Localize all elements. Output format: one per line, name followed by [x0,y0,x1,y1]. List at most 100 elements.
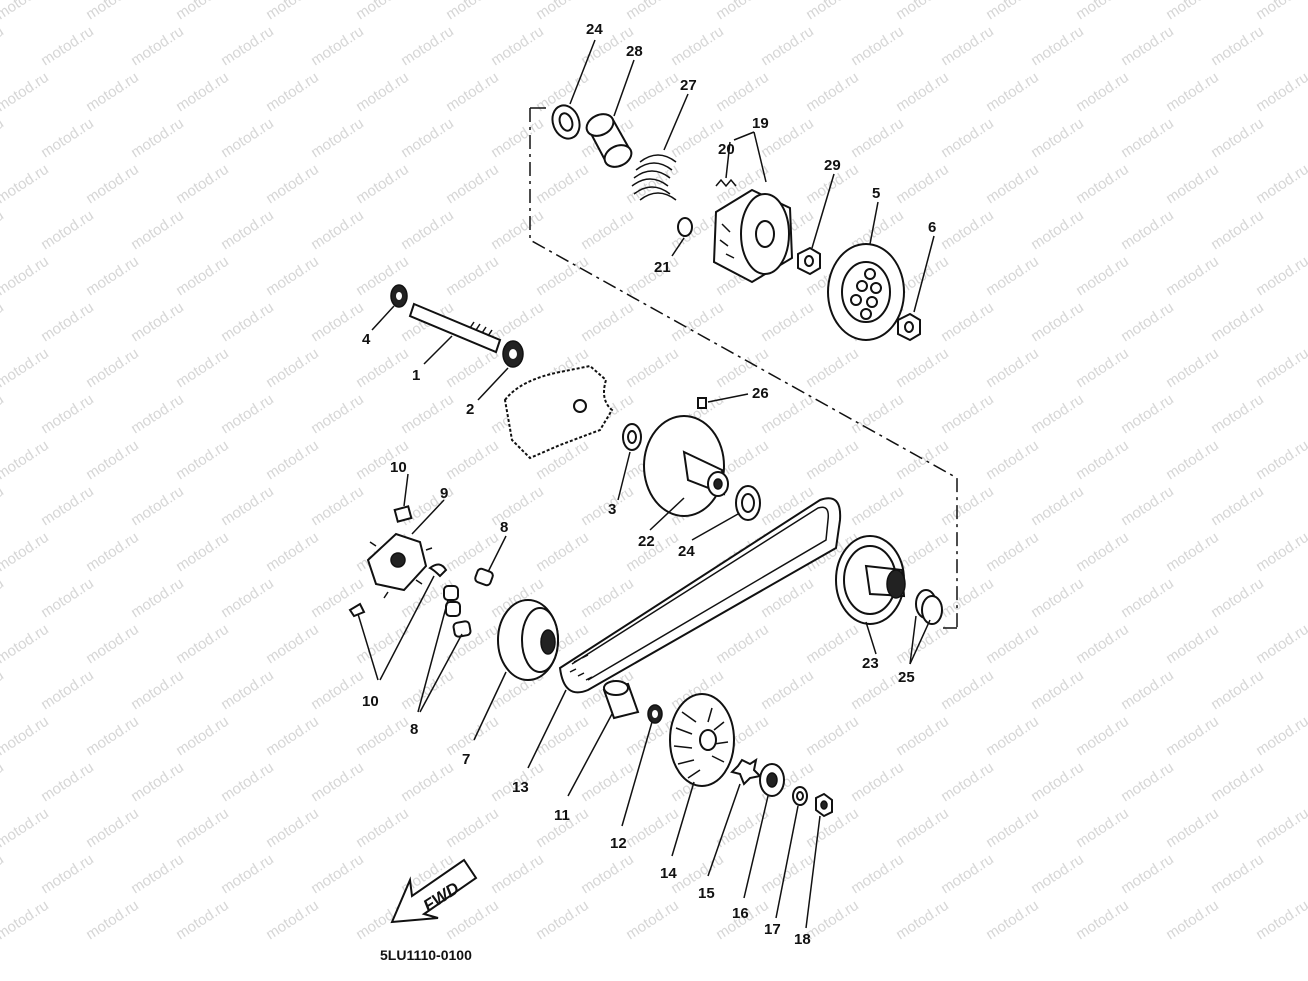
gasket-plate [503,364,614,460]
watermark-text: motod.ru [1253,437,1308,484]
label-15: 15 [698,885,715,902]
watermark-text: motod.ru [0,759,7,806]
label-11: 11 [554,807,570,824]
watermark-text: motod.ru [533,897,592,944]
secondary-fixed-sheave-23 [835,535,906,625]
watermark-text: motod.ru [578,299,637,346]
watermark-text: motod.ru [1073,805,1132,852]
watermark-text: motod.ru [0,529,52,576]
watermark-text: motod.ru [578,575,637,622]
watermark-text: motod.ru [218,391,277,438]
watermark-text: motod.ru [758,23,817,70]
watermark-text: motod.ru [1118,299,1177,346]
watermark-text: motod.ru [1163,713,1222,760]
watermark-text: motod.ru [38,115,97,162]
watermark-text: motod.ru [38,483,97,530]
watermark-text: motod.ru [623,161,682,208]
watermark-text: motod.ru [83,161,142,208]
watermark-text: motod.ru [623,253,682,300]
watermark-text: motod.ru [0,115,7,162]
watermark-text: motod.ru [938,851,997,898]
watermark-text: motod.ru [0,483,7,530]
watermark-text: motod.ru [398,759,457,806]
oil-seal-24-bottom [735,485,761,521]
watermark-text: motod.ru [938,299,997,346]
watermark-text: motod.ru [1253,805,1308,852]
watermark-text: motod.ru [1118,483,1177,530]
nut-18 [815,792,833,818]
watermark-text: motod.ru [1163,69,1222,116]
collar-28 [585,113,633,168]
watermark-text: motod.ru [1118,207,1177,254]
watermark-text: motod.ru [128,575,187,622]
nut-6 [897,312,921,342]
watermark-text: motod.ru [128,391,187,438]
spring-20 [715,178,737,188]
watermark-text: motod.ru [893,805,952,852]
watermark-text: motod.ru [0,23,7,70]
watermark-text: motod.ru [1073,621,1132,668]
watermark-text: motod.ru [803,0,862,23]
watermark-text: motod.ru [308,207,367,254]
assembly-dashed-outline [529,108,958,628]
watermark-text: motod.ru [488,115,547,162]
watermark-text: motod.ru [1208,23,1267,70]
watermark-text: motod.ru [803,621,862,668]
watermark-text: motod.ru [1028,115,1087,162]
watermark-text: motod.ru [938,115,997,162]
label-9: 9 [440,485,448,502]
watermark-text: motod.ru [983,621,1042,668]
watermark-text: motod.ru [38,759,97,806]
watermark-text: motod.ru [938,667,997,714]
watermark-text: motod.ru [1253,897,1308,944]
watermark-text: motod.ru [218,759,277,806]
watermark-text: motod.ru [443,621,502,668]
watermark-text: motod.ru [1073,0,1132,23]
watermark-text: motod.ru [488,207,547,254]
watermark-text: motod.ru [1253,621,1308,668]
watermark-text: motod.ru [1208,299,1267,346]
watermark-text: motod.ru [1118,851,1177,898]
watermark-text: motod.ru [83,529,142,576]
watermark-text: motod.ru [443,713,502,760]
watermark-text: motod.ru [0,69,52,116]
watermark-text: motod.ru [1253,0,1308,23]
watermark-text: motod.ru [533,0,592,23]
washer-21 [677,217,693,237]
diagram-code: 5LU1110-0100 [380,947,472,963]
watermark-text: motod.ru [848,391,907,438]
leader-lines [357,39,935,929]
watermark-text: motod.ru [893,897,952,944]
watermark-text: motod.ru [443,437,502,484]
watermark-text: motod.ru [263,437,322,484]
watermark-text: motod.ru [83,69,142,116]
weights-8 [443,567,494,638]
label-5: 5 [872,185,880,202]
label-29: 29 [824,157,841,174]
watermark-text: motod.ru [848,483,907,530]
watermark-text: motod.ru [1073,437,1132,484]
watermark-text: motod.ru [1208,483,1267,530]
watermark-text: motod.ru [218,575,277,622]
watermark-text: motod.ru [533,253,592,300]
watermark-text: motod.ru [1073,69,1132,116]
watermark-text: motod.ru [218,483,277,530]
label-27: 27 [680,77,697,94]
watermark-text: motod.ru [1118,575,1177,622]
label-22: 22 [638,533,655,550]
watermark-text: motod.ru [128,667,187,714]
watermark-text: motod.ru [1028,299,1087,346]
v-belt-13 [558,497,842,694]
watermark-text: motod.ru [308,299,367,346]
watermark-text: motod.ru [218,115,277,162]
washer-17 [792,786,808,806]
watermark-text: motod.ru [128,207,187,254]
watermark-text: motod.ru [848,851,907,898]
watermark-text: motod.ru [1118,23,1177,70]
watermark-text: motod.ru [1073,529,1132,576]
label-7: 7 [462,751,470,768]
watermark-text: motod.ru [623,0,682,23]
watermark-text: motod.ru [1163,897,1222,944]
watermark-text: motod.ru [578,851,637,898]
label-16: 16 [732,905,749,922]
